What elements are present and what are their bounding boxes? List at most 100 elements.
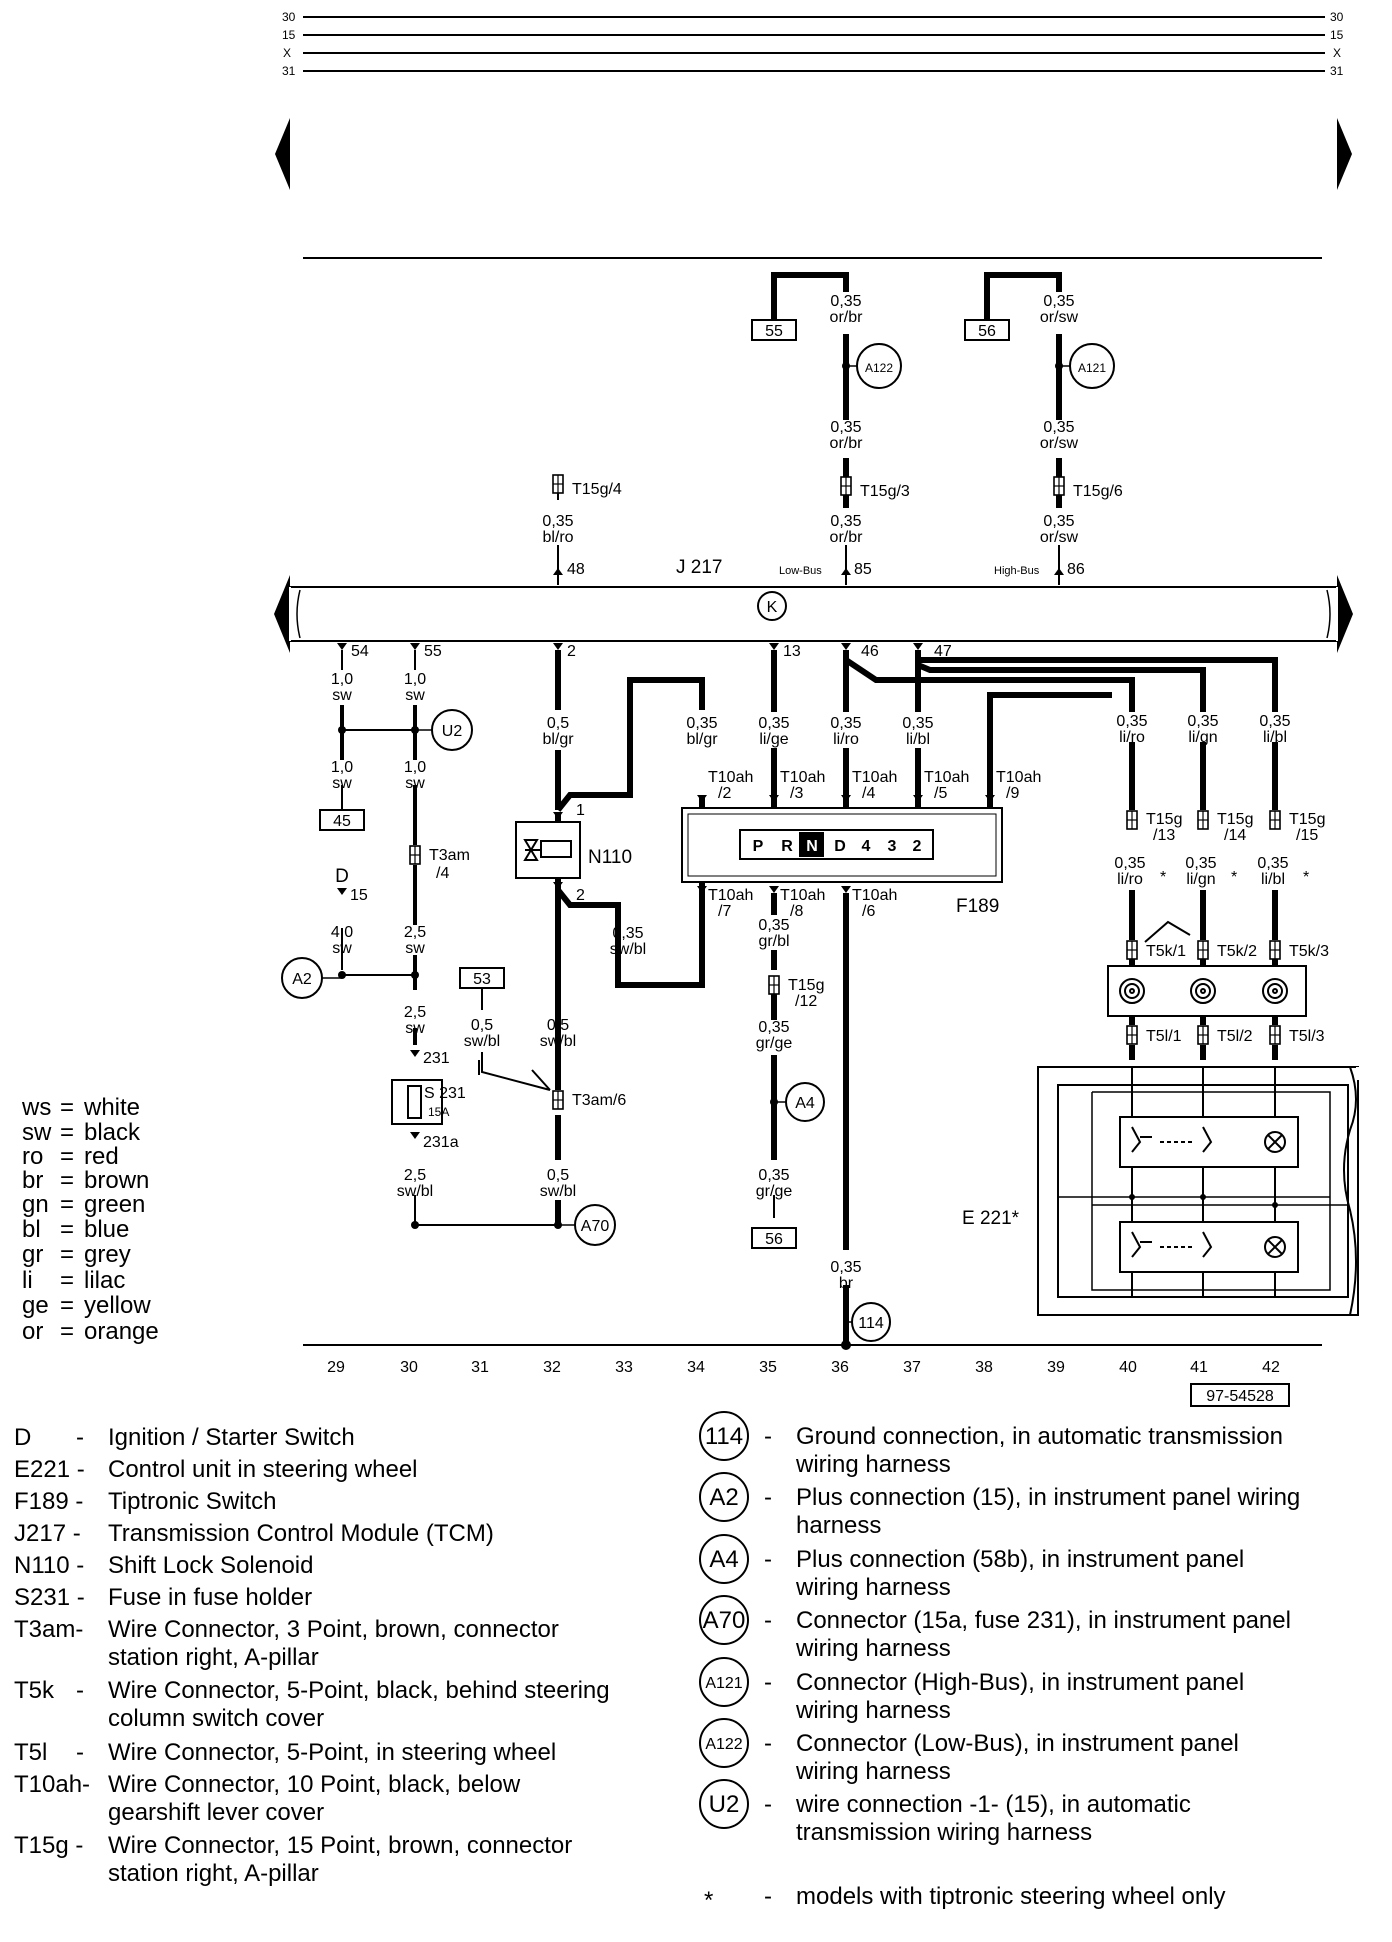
svg-text:-: - bbox=[764, 1423, 772, 1450]
wire-color: sw bbox=[332, 687, 352, 704]
svg-text:-: - bbox=[76, 1677, 84, 1704]
rail-labels-left: 30 15 X 31 bbox=[282, 10, 296, 78]
svg-text:X: X bbox=[1333, 46, 1341, 60]
svg-text:K: K bbox=[767, 599, 778, 616]
svg-text:D: D bbox=[834, 838, 846, 855]
svg-text:37: 37 bbox=[903, 1359, 921, 1376]
svg-text:39: 39 bbox=[1047, 1359, 1065, 1376]
pin-arrows-top bbox=[553, 568, 1064, 575]
svg-text:D: D bbox=[14, 1424, 31, 1451]
box-56-lower: 56 bbox=[751, 1227, 797, 1249]
svg-text:ro=red: ro=red bbox=[22, 1143, 119, 1170]
wire-gauge: 0,35 bbox=[830, 1259, 861, 1276]
svg-text:36: 36 bbox=[831, 1359, 849, 1376]
svg-text:T5l/1: T5l/1 bbox=[1146, 1028, 1182, 1045]
wire-gauge: 1,0 bbox=[331, 671, 353, 688]
connector-t15g4: T15g/4 bbox=[552, 474, 622, 500]
svg-text:/3: /3 bbox=[790, 785, 803, 802]
svg-text:A2: A2 bbox=[292, 971, 312, 988]
wire-color: bl/ro bbox=[542, 529, 573, 546]
wire-color: li/bl bbox=[1261, 871, 1285, 888]
e221-label: E 221* bbox=[962, 1208, 1020, 1229]
pin-55: 55 bbox=[424, 643, 442, 660]
svg-text:/7: /7 bbox=[718, 903, 731, 920]
svg-text:-: - bbox=[764, 1730, 772, 1757]
svg-text:T10ah: T10ah bbox=[852, 769, 897, 786]
component-key-left: D-Ignition / Starter Switch E221 -Contro… bbox=[14, 1424, 610, 1887]
power-rails bbox=[303, 16, 1325, 72]
svg-text:S231 -: S231 - bbox=[14, 1584, 85, 1611]
pin-85: 85 bbox=[854, 561, 872, 578]
connection-key-right: 114 A2 A4 A70 A121 A122 U2 -Ground conne… bbox=[699, 1411, 1300, 1914]
svg-text:T15g/4: T15g/4 bbox=[572, 481, 622, 498]
svg-text:Tiptronic Switch: Tiptronic Switch bbox=[108, 1488, 277, 1515]
svg-text:br=brown: br=brown bbox=[22, 1167, 149, 1194]
svg-text:*: * bbox=[1303, 869, 1309, 886]
svg-text:Wire Connector, 10 Point, blac: Wire Connector, 10 Point, black, below bbox=[108, 1771, 521, 1798]
wire-color: li/ro bbox=[1117, 871, 1143, 888]
svg-text:or=orange: or=orange bbox=[22, 1318, 159, 1345]
module-label: J 217 bbox=[676, 557, 722, 578]
svg-text:40: 40 bbox=[1119, 1359, 1137, 1376]
svg-text:Wire Connector, 5-Point, in st: Wire Connector, 5-Point, in steering whe… bbox=[108, 1739, 556, 1766]
svg-text:15: 15 bbox=[350, 887, 368, 904]
pin-86: 86 bbox=[1067, 561, 1085, 578]
svg-text:1: 1 bbox=[576, 802, 585, 819]
svg-text:Wire Connector, 3 Point, brown: Wire Connector, 3 Point, brown, connecto… bbox=[108, 1616, 559, 1643]
svg-text:/12: /12 bbox=[795, 993, 817, 1010]
svg-text:4: 4 bbox=[862, 838, 871, 855]
f189-label: F189 bbox=[956, 896, 999, 917]
svg-text:31: 31 bbox=[282, 64, 296, 78]
pin-54: 54 bbox=[351, 643, 369, 660]
svg-text:29: 29 bbox=[327, 1359, 345, 1376]
svg-text:ge=yellow: ge=yellow bbox=[22, 1292, 151, 1319]
tiptronic-switch-f189: P R N D 4 3 2 bbox=[681, 807, 1003, 883]
svg-text:55: 55 bbox=[765, 323, 783, 340]
svg-text:T3am/6: T3am/6 bbox=[572, 1092, 626, 1109]
pin-46: 46 bbox=[861, 643, 879, 660]
svg-text:/6: /6 bbox=[862, 903, 875, 920]
svg-text:N: N bbox=[806, 838, 818, 855]
box-45: 45 bbox=[319, 809, 365, 831]
svg-text:T5k/2: T5k/2 bbox=[1217, 943, 1257, 960]
wire-color: or/sw bbox=[1040, 529, 1079, 546]
column-numbers: 29 30 31 32 33 34 35 36 37 38 39 40 41 4… bbox=[327, 1359, 1280, 1376]
wire-color: gr/ge bbox=[756, 1035, 793, 1052]
wire-gauge: 1,0 bbox=[404, 759, 426, 776]
wire-gauge: 0,35 bbox=[1043, 419, 1074, 436]
svg-text:Wire Connector, 15 Point, brow: Wire Connector, 15 Point, brown, connect… bbox=[108, 1832, 572, 1859]
svg-text:A121: A121 bbox=[705, 1675, 742, 1692]
f189-top-connectors: T10ah /2 T10ah /3 T10ah /4 T10ah /5 T10a… bbox=[697, 769, 1041, 802]
svg-text:E221 -: E221 - bbox=[14, 1456, 85, 1483]
svg-text:T15g: T15g bbox=[788, 977, 824, 994]
wire-color: gr/ge bbox=[756, 1183, 793, 1200]
svg-text:A121: A121 bbox=[1078, 361, 1106, 375]
wire-color: li/ro bbox=[1119, 729, 1145, 746]
ground-a70: A70 bbox=[574, 1204, 616, 1246]
svg-text:station right, A-pillar: station right, A-pillar bbox=[108, 1644, 319, 1671]
svg-text:/4: /4 bbox=[436, 865, 449, 882]
svg-text:T10ah: T10ah bbox=[708, 887, 753, 904]
left-arrow-icon bbox=[275, 118, 290, 190]
wire-color: sw bbox=[405, 940, 425, 957]
connector-t15g14: T15g /14 bbox=[1197, 810, 1253, 844]
color-legend: ws=white sw=black ro=red br=brown gn=gre… bbox=[21, 1094, 159, 1345]
svg-text:T10ah: T10ah bbox=[780, 887, 825, 904]
svg-text:A122: A122 bbox=[705, 1736, 742, 1753]
svg-text:wiring harness: wiring harness bbox=[795, 1574, 951, 1601]
wire-gauge: 0,35 bbox=[686, 715, 717, 732]
svg-text:wiring harness: wiring harness bbox=[795, 1697, 951, 1724]
svg-text:wiring harness: wiring harness bbox=[795, 1758, 951, 1785]
svg-text:ws=white: ws=white bbox=[21, 1094, 140, 1121]
svg-text:R: R bbox=[781, 838, 793, 855]
ground-u2: U2 bbox=[431, 709, 473, 751]
svg-text:Shift Lock Solenoid: Shift Lock Solenoid bbox=[108, 1552, 313, 1579]
svg-text:30: 30 bbox=[400, 1359, 418, 1376]
svg-text:wiring harness: wiring harness bbox=[795, 1451, 951, 1478]
ground-a4: A4 bbox=[770, 1082, 825, 1122]
switch-d: D 15 bbox=[335, 866, 368, 904]
wire-gauge: 0,5 bbox=[547, 1017, 569, 1034]
connector-t5l1: T5l/1 bbox=[1126, 1025, 1182, 1045]
wire-color: li/ro bbox=[833, 731, 859, 748]
